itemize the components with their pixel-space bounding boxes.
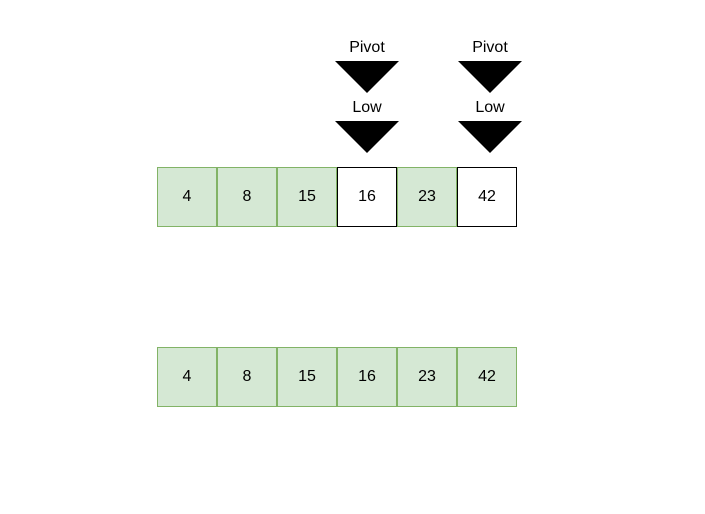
array-cell: 15 bbox=[277, 347, 337, 407]
array-cell: 4 bbox=[157, 347, 217, 407]
pivot-label-1: Pivot bbox=[349, 39, 385, 56]
array-cell: 8 bbox=[217, 347, 277, 407]
array-cell: 16 bbox=[337, 347, 397, 407]
pivot-arrow-icon-1 bbox=[335, 61, 399, 93]
array-cell: 4 bbox=[157, 167, 217, 227]
array-cell-pivot: 42 bbox=[457, 167, 517, 227]
pivot-label-2: Pivot bbox=[472, 39, 508, 56]
array-row-top: 4 8 15 16 23 42 bbox=[157, 167, 517, 228]
low-marker-2: Low bbox=[458, 99, 522, 153]
array-cell: 42 bbox=[457, 347, 517, 407]
pivot-marker-2: Pivot bbox=[458, 39, 522, 93]
pivot-marker-1: Pivot bbox=[335, 39, 399, 93]
low-marker-1: Low bbox=[335, 99, 399, 153]
array-cell-pivot: 16 bbox=[337, 167, 397, 227]
array-cell: 15 bbox=[277, 167, 337, 227]
low-arrow-icon-2 bbox=[458, 121, 522, 153]
pivot-arrow-icon-2 bbox=[458, 61, 522, 93]
low-arrow-icon-1 bbox=[335, 121, 399, 153]
array-row-bottom: 4 8 15 16 23 42 bbox=[157, 347, 517, 408]
array-cell: 23 bbox=[397, 167, 457, 227]
array-cell: 23 bbox=[397, 347, 457, 407]
low-label-1: Low bbox=[352, 99, 382, 116]
array-cell: 8 bbox=[217, 167, 277, 227]
low-label-2: Low bbox=[475, 99, 505, 116]
